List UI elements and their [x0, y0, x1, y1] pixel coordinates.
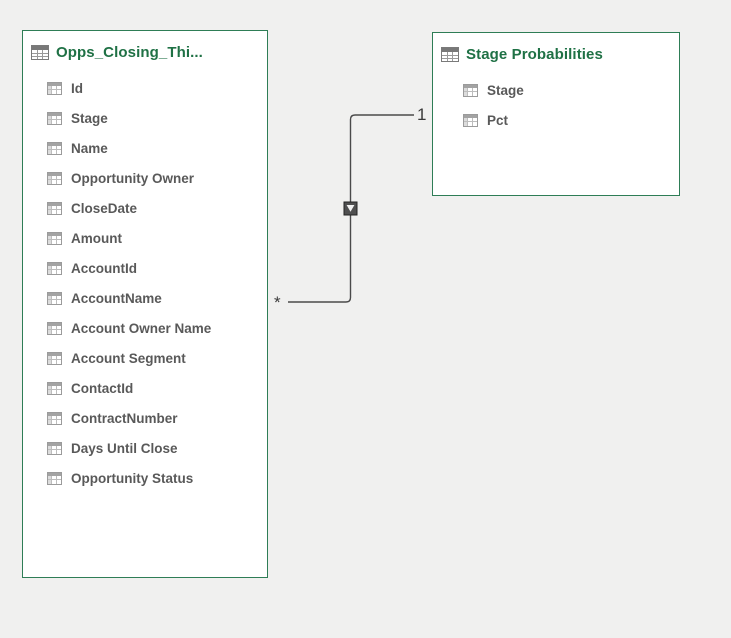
table-field-icon: [47, 411, 62, 425]
table-header[interactable]: Opps_Closing_Thi...: [31, 39, 267, 65]
table-field-icon: [463, 83, 478, 97]
table-field-icon: [47, 201, 62, 215]
field-list: Stage Pct: [433, 75, 679, 135]
field-label: Opportunity Status: [71, 470, 194, 486]
table-card-opps-closing[interactable]: Opps_Closing_Thi... Id: [22, 30, 268, 578]
field-label: ContactId: [71, 380, 134, 396]
field-label: Stage: [71, 110, 108, 126]
field-label: CloseDate: [71, 200, 138, 216]
field-label: Id: [71, 80, 83, 96]
table-field-icon: [47, 321, 62, 335]
table-field-icon: [47, 441, 62, 455]
table-field-icon: [47, 351, 62, 365]
field-row-pct[interactable]: Pct: [433, 105, 679, 135]
table-field-icon: [47, 231, 62, 245]
field-row-account-owner-name[interactable]: Account Owner Name: [23, 313, 267, 343]
field-label: Days Until Close: [71, 440, 178, 456]
field-row-account-segment[interactable]: Account Segment: [23, 343, 267, 373]
cardinality-many-label: *: [274, 293, 281, 312]
table-field-icon: [47, 471, 62, 485]
table-field-icon: [47, 81, 62, 95]
field-label: Stage: [487, 82, 524, 98]
field-row-stage[interactable]: Stage: [433, 75, 679, 105]
field-row-days-until-close[interactable]: Days Until Close: [23, 433, 267, 463]
table-card-stage-probabilities[interactable]: Stage Probabilities Stage: [432, 32, 680, 196]
field-label: Name: [71, 140, 108, 156]
table-icon: [31, 44, 49, 60]
field-row-opportunity-status[interactable]: Opportunity Status: [23, 463, 267, 493]
table-field-icon: [47, 381, 62, 395]
field-label: Amount: [71, 230, 122, 246]
field-label: ContractNumber: [71, 410, 178, 426]
table-field-icon: [47, 291, 62, 305]
field-row-name[interactable]: Name: [23, 133, 267, 163]
field-row-id[interactable]: Id: [23, 73, 267, 103]
field-row-opportunity-owner[interactable]: Opportunity Owner: [23, 163, 267, 193]
field-label: Account Segment: [71, 350, 186, 366]
field-label: AccountId: [71, 260, 137, 276]
field-label: Account Owner Name: [71, 320, 212, 336]
field-row-stage[interactable]: Stage: [23, 103, 267, 133]
field-row-contractnumber[interactable]: ContractNumber: [23, 403, 267, 433]
field-row-contactid[interactable]: ContactId: [23, 373, 267, 403]
cardinality-one-label: 1: [417, 105, 427, 124]
table-field-icon: [463, 113, 478, 127]
field-row-accountname[interactable]: AccountName: [23, 283, 267, 313]
table-icon: [441, 46, 459, 62]
field-row-accountid[interactable]: AccountId: [23, 253, 267, 283]
table-field-icon: [47, 261, 62, 275]
field-label: Pct: [487, 112, 509, 128]
table-field-icon: [47, 111, 62, 125]
table-title: Opps_Closing_Thi...: [56, 43, 203, 61]
table-header[interactable]: Stage Probabilities: [441, 41, 679, 67]
table-field-icon: [47, 171, 62, 185]
table-field-icon: [47, 141, 62, 155]
field-label: Opportunity Owner: [71, 170, 194, 186]
field-row-amount[interactable]: Amount: [23, 223, 267, 253]
field-list: Id Stage: [23, 73, 267, 493]
field-label: AccountName: [71, 290, 162, 306]
field-row-closedate[interactable]: CloseDate: [23, 193, 267, 223]
table-title: Stage Probabilities: [466, 45, 603, 63]
arrow-down-icon: [346, 205, 355, 212]
